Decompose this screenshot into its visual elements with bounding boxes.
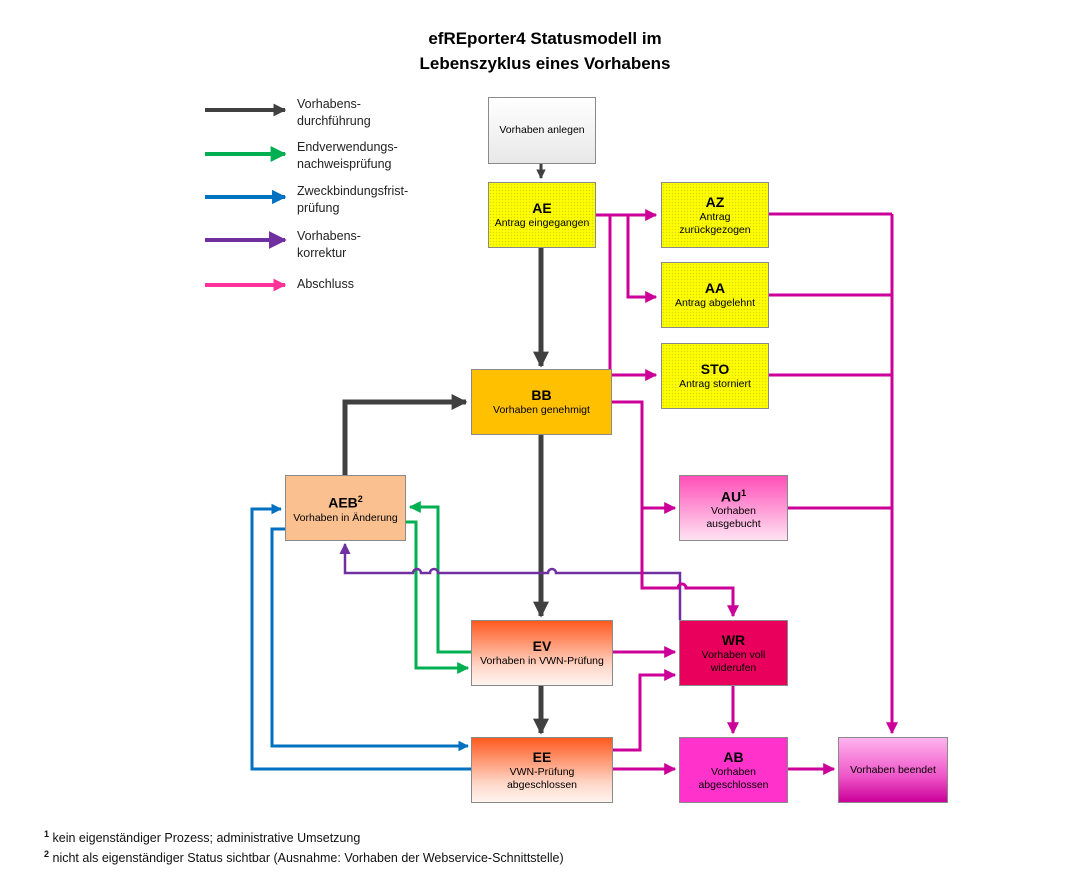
node-code: BB bbox=[531, 387, 552, 403]
diagram-title: efREporter4 Statusmodell im Lebenszyklus… bbox=[330, 26, 760, 76]
node-ee: EE VWN-Prüfung abgeschlossen bbox=[471, 737, 613, 803]
arrow-bb-to-wr bbox=[640, 508, 739, 618]
node-code: AA bbox=[704, 280, 726, 296]
node-code: STO bbox=[700, 361, 730, 377]
legend-label-evn: Endverwendungs- nachweisprüfung bbox=[297, 140, 398, 171]
legend-label-process: Vorhabens- durchführung bbox=[297, 97, 371, 128]
process-arrows bbox=[342, 164, 550, 735]
node-code: EE bbox=[532, 748, 552, 765]
node-desc: Vorhaben in Änderung bbox=[293, 511, 398, 524]
footnote-2: 2 nicht als eigenständiger Status sichtb… bbox=[44, 849, 564, 866]
node-au: AU1 Vorhaben ausgebucht bbox=[679, 475, 788, 541]
legend-arrows bbox=[205, 103, 287, 292]
node-desc: Vorhaben voll widerufen bbox=[701, 648, 766, 674]
arrow-aeb-to-ee bbox=[270, 527, 470, 752]
node-code: AB bbox=[723, 748, 744, 765]
evn-arrows bbox=[406, 501, 471, 674]
node-desc: Antrag storniert bbox=[679, 378, 751, 390]
footnote-1: 1 kein eigenständiger Prozess; administr… bbox=[44, 829, 361, 846]
node-aeb: AEB2 Vorhaben in Änderung bbox=[285, 475, 406, 541]
arrow-ev-to-aeb bbox=[408, 501, 471, 654]
node-desc: Antrag eingegangen bbox=[494, 217, 590, 229]
legend-label-correction: Vorhabens- korrektur bbox=[297, 229, 361, 260]
arrow-ee-to-wr bbox=[613, 669, 677, 752]
arrow-aeb-to-bb bbox=[342, 393, 468, 475]
legend-label-zbf: Zweckbindungsfrist- prüfung bbox=[297, 184, 409, 215]
node-vorhaben-beendet: Vorhaben beendet bbox=[838, 737, 948, 803]
node-desc: Antrag abgelehnt bbox=[675, 297, 755, 309]
arrow-ae-to-sto bbox=[608, 215, 658, 381]
node-code: AE bbox=[532, 200, 552, 216]
node-desc: VWN-Prüfung abgeschlossen bbox=[506, 765, 578, 791]
arrow-ee-to-aeb bbox=[250, 503, 471, 771]
node-desc: Vorhaben ausgebucht bbox=[706, 505, 761, 531]
node-ae: AE Antrag eingegangen bbox=[488, 182, 596, 248]
zbf-arrows bbox=[250, 503, 471, 771]
node-desc: Antrag zurückgezogen bbox=[679, 210, 751, 236]
node-vorhaben-anlegen: Vorhaben anlegen bbox=[488, 97, 596, 164]
node-wr: WR Vorhaben voll widerufen bbox=[679, 620, 788, 686]
correction-arrows bbox=[339, 542, 682, 620]
legend-label-closure: Abschluss bbox=[297, 277, 354, 291]
node-code: WR bbox=[721, 631, 746, 648]
node-az: AZ Antrag zurückgezogen bbox=[661, 182, 769, 248]
node-code: EV bbox=[532, 638, 552, 654]
node-desc: Vorhaben beendet bbox=[850, 763, 936, 776]
arrow-bb-to-au bbox=[612, 400, 677, 514]
node-desc: Vorhaben genehmigt bbox=[493, 404, 590, 416]
node-sto: STO Antrag storniert bbox=[661, 343, 769, 409]
node-desc: Vorhaben anlegen bbox=[499, 124, 585, 136]
title-line-1: efREporter4 Statusmodell im bbox=[428, 29, 662, 48]
node-ab: AB Vorhaben abgeschlossen bbox=[679, 737, 788, 803]
arrow-wr-to-aeb bbox=[339, 542, 682, 620]
node-code: AZ bbox=[705, 193, 725, 210]
node-code: AU1 bbox=[720, 487, 747, 505]
node-desc: Vorhaben in VWN-Prüfung bbox=[480, 655, 604, 667]
node-aa: AA Antrag abgelehnt bbox=[661, 262, 769, 328]
arrow-aeb-to-ev bbox=[406, 520, 470, 674]
node-code: AEB2 bbox=[328, 494, 363, 511]
node-bb: BB Vorhaben genehmigt bbox=[471, 369, 612, 435]
node-desc: Vorhaben abgeschlossen bbox=[698, 765, 769, 791]
arrow-ae-to-aa bbox=[626, 215, 658, 303]
node-ev: EV Vorhaben in VWN-Prüfung bbox=[471, 620, 613, 686]
title-line-2: Lebenszyklus eines Vorhabens bbox=[419, 54, 671, 73]
